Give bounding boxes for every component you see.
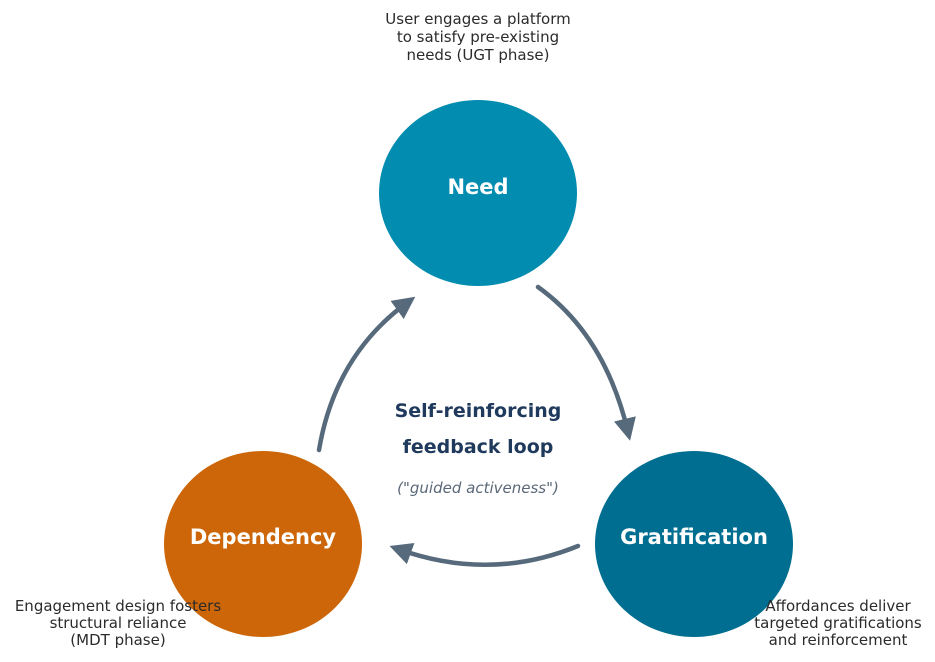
need-annotation-line-2: to satisfy pre-existing	[397, 28, 559, 46]
center-title-line-2: feedback loop	[403, 436, 554, 458]
need-node: Need	[379, 100, 577, 286]
gratification-annotation-line-2: targeted gratifications	[754, 614, 922, 632]
dependency-annotation: Engagement design fosters structural rel…	[15, 597, 222, 649]
need-annotation-line-3: needs (UGT phase)	[406, 46, 549, 64]
center-title-line-1: Self-reinforcing	[395, 400, 562, 422]
arrow-gratification-to-dependency	[389, 542, 581, 567]
arrow-need-to-gratification	[535, 284, 636, 441]
gratification-annotation-line-3: and reinforcement	[769, 631, 908, 649]
center-caption: Self-reinforcing feedback loop ("guided …	[395, 400, 562, 497]
gratification-label: Gratification	[620, 525, 768, 549]
need-label: Need	[447, 175, 508, 199]
arrow-dependency-to-need	[316, 296, 416, 453]
dependency-annotation-line-1: Engagement design fosters	[15, 597, 222, 615]
need-annotation: User engages a platform to satisfy pre-e…	[385, 10, 570, 64]
dependency-label: Dependency	[190, 525, 337, 549]
dependency-annotation-line-2: structural reliance	[50, 614, 187, 632]
gratification-node: Gratification	[595, 451, 793, 637]
gratification-circle	[595, 451, 793, 637]
dependency-circle	[164, 451, 362, 637]
dependency-annotation-line-3: (MDT phase)	[70, 631, 165, 649]
need-circle	[379, 100, 577, 286]
gratification-annotation-line-1: Affordances deliver	[765, 597, 911, 615]
center-subtitle: ("guided activeness")	[397, 479, 559, 497]
dependency-node: Dependency	[164, 451, 362, 637]
gratification-annotation: Affordances deliver targeted gratificati…	[754, 597, 922, 649]
need-annotation-line-1: User engages a platform	[385, 10, 570, 28]
